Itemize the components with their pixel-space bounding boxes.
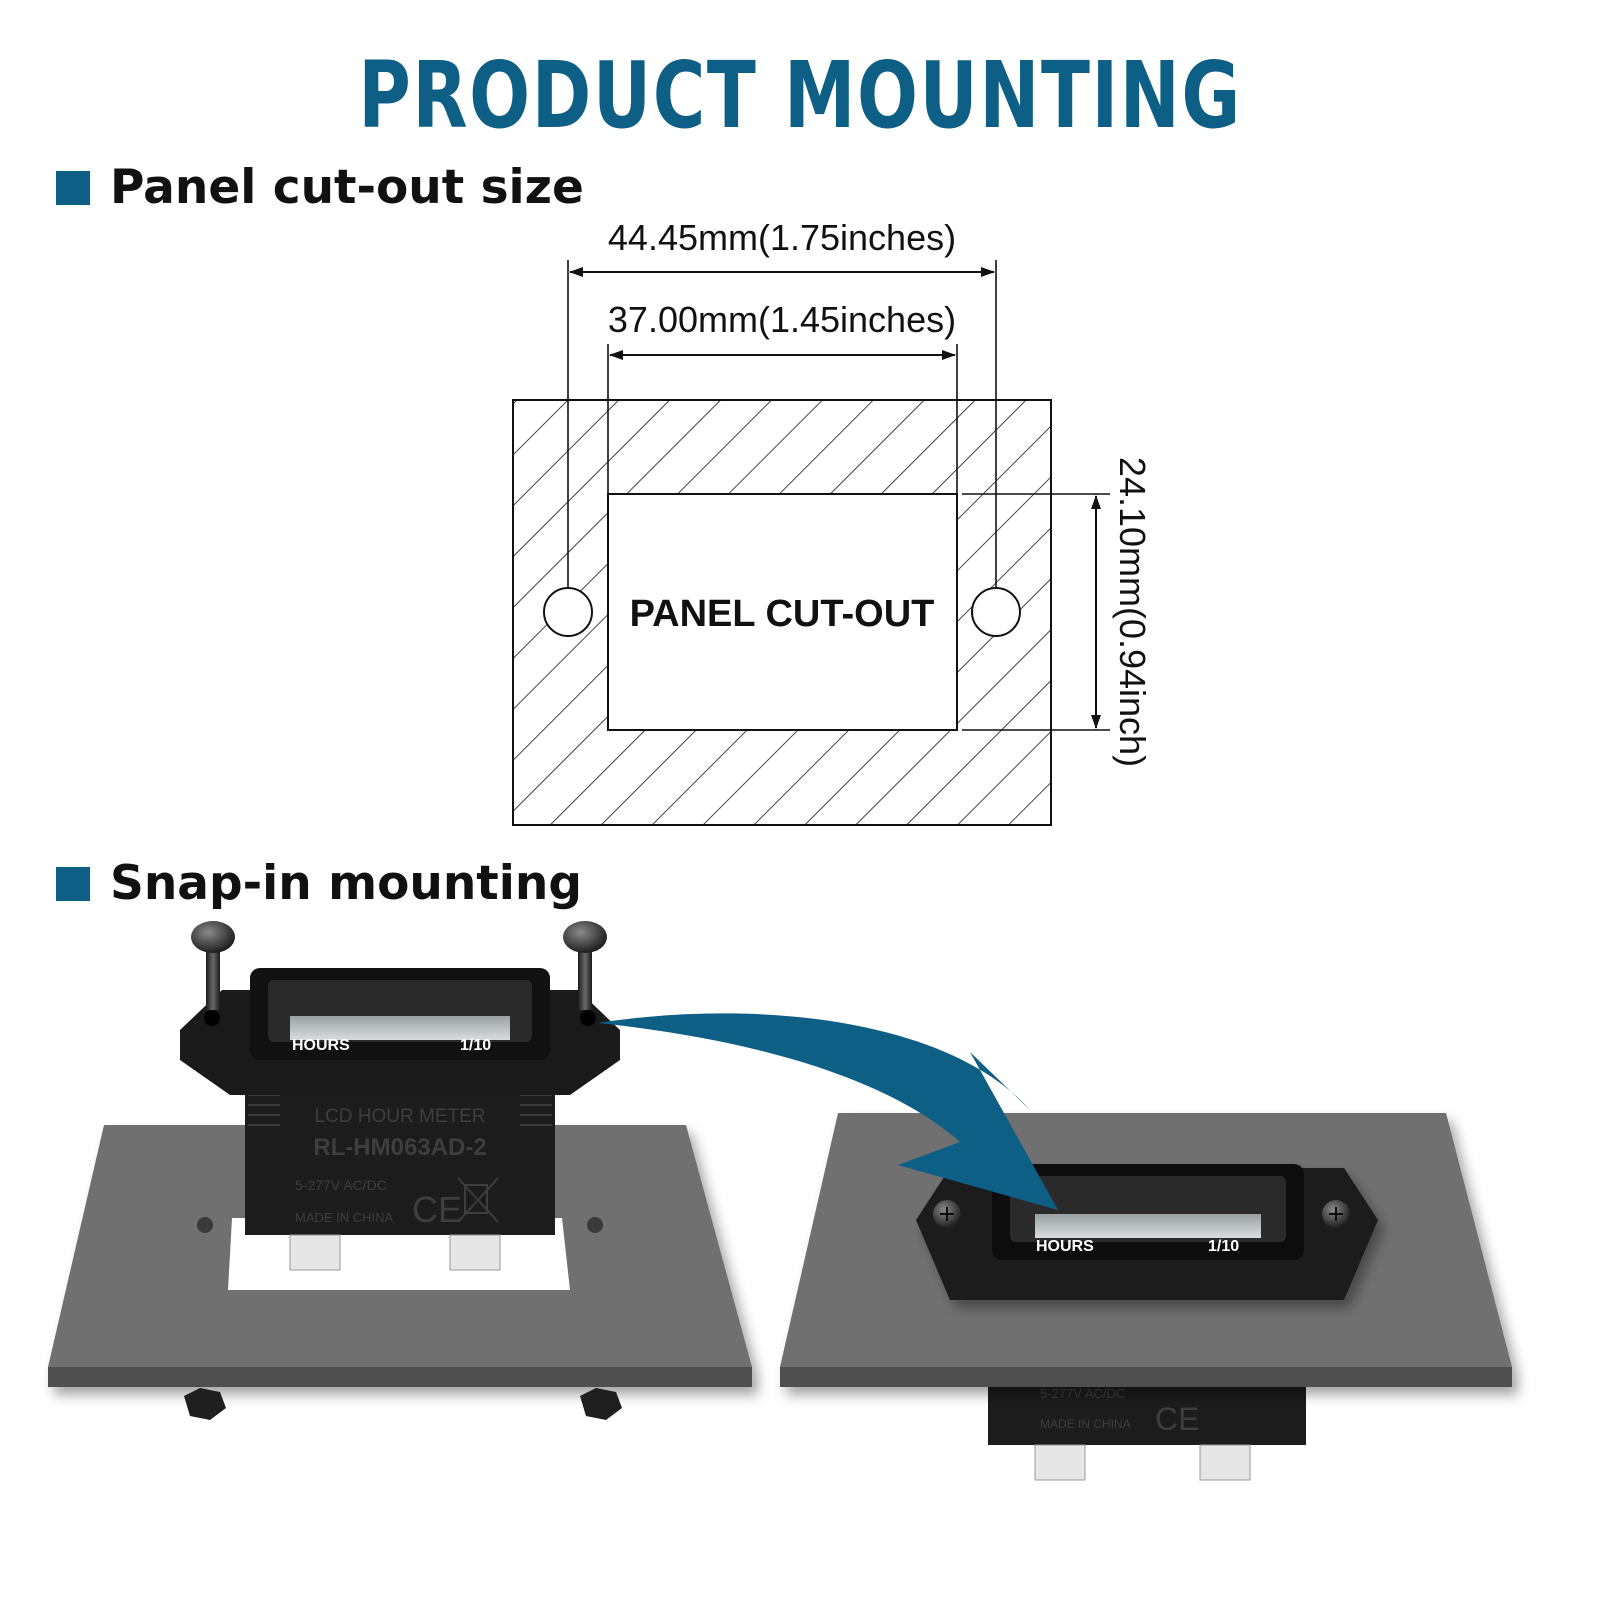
dimension-height: 24.10mm(0.94inch) <box>1091 457 1153 767</box>
right-panel-assembly: 5-277V AC/DC MADE IN CHINA CE HOURS 1/10 <box>780 1113 1512 1481</box>
scale-label: 1/10 <box>460 1037 491 1054</box>
hour-meter-body: LCD HOUR METER RL-HM063AD-2 5-277V AC/DC… <box>245 1085 555 1271</box>
meter-body-text-2: RL-HM063AD-2 <box>313 1134 486 1161</box>
meter-terminals <box>289 1234 501 1271</box>
height-label: 24.10mm(0.94inch) <box>1112 457 1153 767</box>
dimension-outer-width: 44.45mm(1.75inches) <box>569 217 995 277</box>
mounting-holes <box>543 587 1021 637</box>
mounted-hours-label: HOURS <box>1036 1238 1094 1255</box>
extension-lines <box>567 260 1110 731</box>
page-title: PRODUCT MOUNTING <box>358 42 1242 149</box>
mounting-arrow-icon <box>598 1013 1058 1210</box>
section-heading-text: Panel cut-out size <box>110 160 584 215</box>
hour-meter-bezel: HOURS 1/10 <box>180 968 620 1095</box>
weee-bin-icon <box>457 1177 499 1223</box>
section-heading-text: Snap-in mounting <box>110 856 582 911</box>
meter-origin-text: MADE IN CHINA <box>295 1210 394 1225</box>
rear-meter-body: 5-277V AC/DC MADE IN CHINA CE <box>988 1385 1306 1481</box>
rear-ce-mark-icon: CE <box>1155 1401 1199 1437</box>
rear-voltage-text: 5-277V AC/DC <box>1040 1386 1125 1401</box>
section-snap-in-heading: Snap-in mounting <box>56 856 582 911</box>
section-panel-cutout-heading: Panel cut-out size <box>56 160 584 215</box>
rear-origin-text: MADE IN CHINA <box>1040 1417 1131 1431</box>
cutout-rectangle <box>607 493 958 731</box>
mounted-scale-label: 1/10 <box>1208 1238 1239 1255</box>
left-nuts <box>184 1388 622 1420</box>
hours-label: HOURS <box>292 1037 350 1054</box>
ce-mark-icon: CE <box>412 1189 462 1230</box>
left-panel <box>48 1125 752 1387</box>
mounted-screw-heads <box>933 1200 1350 1228</box>
bullet-square-icon <box>56 866 90 901</box>
left-panel-assembly: LCD HOUR METER RL-HM063AD-2 5-277V AC/DC… <box>48 921 752 1420</box>
dimension-inner-width: 37.00mm(1.45inches) <box>608 299 956 360</box>
outer-width-label: 44.45mm(1.75inches) <box>608 217 956 258</box>
bullet-square-icon <box>56 170 90 205</box>
inner-width-label: 37.00mm(1.45inches) <box>608 299 956 340</box>
left-screw-2 <box>563 921 607 1010</box>
meter-body-text-1: LCD HOUR METER <box>314 1106 485 1127</box>
left-screw-1 <box>191 921 235 1010</box>
cutout-label: PANEL CUT-OUT <box>630 593 935 635</box>
cutout-drawing: PANEL CUT-OUT 44.45mm(1.75inches) 37.00m… <box>512 217 1153 826</box>
meter-voltage-text: 5-277V AC/DC <box>295 1177 387 1193</box>
